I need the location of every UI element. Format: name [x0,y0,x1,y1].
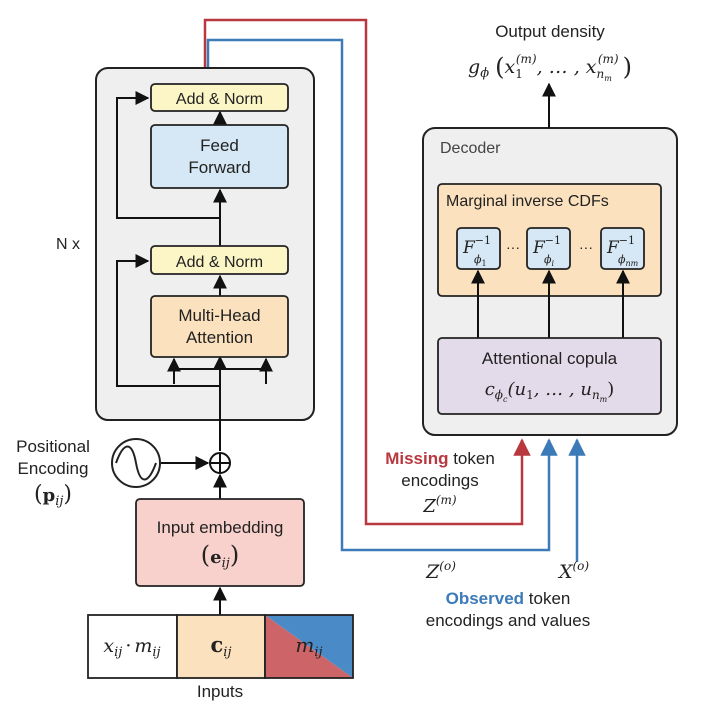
observed-z-symbol: Z(o) [425,559,456,583]
input-xm-text: xij·mij [103,635,160,660]
ellipsis-1: ··· [506,239,520,255]
residual-loop-bottom [116,254,220,387]
multi-head-attention-box [150,295,289,358]
output-formula: gϕ(x1(m), … , xnm(m)) [468,52,632,83]
input-embedding-symbol: (eij) [201,541,239,571]
residual-loop-top [116,91,220,219]
missing-symbol: Z(m) [422,493,457,517]
f-box-1-sub: ϕ1 [474,253,487,268]
observed-z-path [206,38,558,552]
add-norm-top-box [150,83,289,112]
add-norm-bottom-label: Add & Norm [176,254,263,271]
missing-label-line2: encodings [401,471,479,490]
copula-box [437,337,662,415]
add-norm-top-label: Add & Norm [176,91,263,108]
decoder-title: Decoder [440,140,501,157]
output-label: Output density [495,22,605,41]
f-box-n-sub: ϕnm [618,253,639,268]
observed-x-symbol: X(o) [557,559,589,583]
observed-label-line2: encodings and values [426,611,590,630]
input-m-text: mij [295,633,322,660]
feed-forward-line1: Feed [200,136,239,155]
input-embedding-label: Input embedding [157,518,284,537]
input-cell-m [264,614,354,679]
positional-line2: Encoding [18,459,89,478]
add-norm-bottom-box [150,245,289,275]
input-c-text: cij [211,632,232,660]
input-cell-m-blue [265,615,353,678]
mha-line1: Multi-Head [178,306,260,325]
input-embedding-box [135,498,305,587]
f-box-1 [456,227,501,270]
sine-wave-icon [115,445,157,481]
feed-forward-box [150,124,289,189]
f-box-i-sub: ϕi [544,253,555,268]
missing-path [203,18,531,526]
positional-symbol: (pij) [34,482,72,509]
f-box-i-text: F−1 [532,234,561,258]
feed-forward-line2: Forward [188,158,250,177]
f-box-1-text: F−1 [462,234,491,258]
copula-formula: cϕc(u1, … , unm) [485,379,615,404]
positional-line1: Positional [16,437,90,456]
ellipsis-2: ··· [579,239,593,255]
f-box-n-text: F−1 [606,234,635,258]
missing-label-line1: Missing token [385,449,495,468]
input-cell-xm [87,614,178,679]
observed-label-line1: Observed token [446,589,571,608]
inputs-label: Inputs [197,682,243,701]
copula-title: Attentional copula [482,349,618,368]
nx-label: N x [56,236,80,253]
f-box-i [526,227,571,270]
f-box-n [600,227,645,270]
encoder-block [95,67,315,421]
marginal-cdfs-title: Marginal inverse CDFs [446,193,609,210]
mha-line2: Attention [186,328,253,347]
